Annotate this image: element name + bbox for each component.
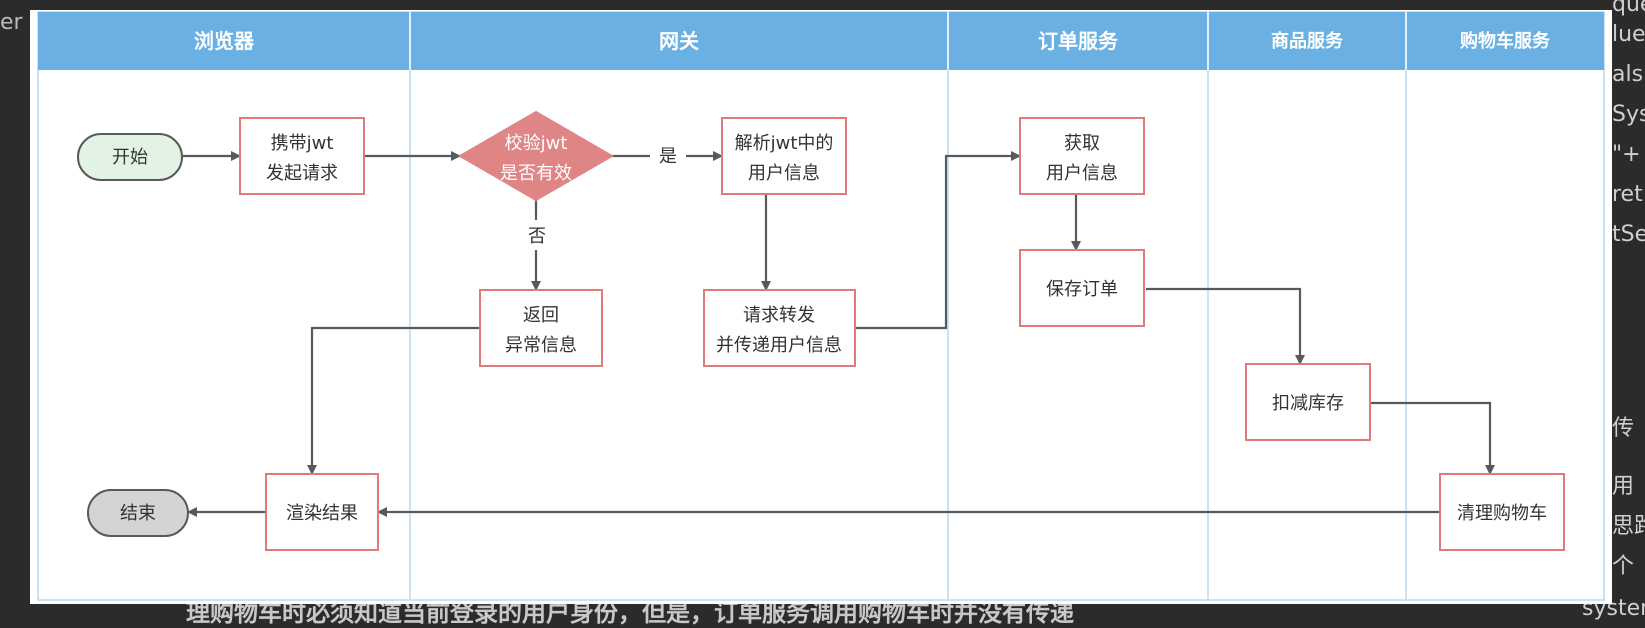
- background-fragment: lue: [1612, 22, 1645, 47]
- node-check-jwt: 校验jwt 是否有效: [458, 110, 614, 202]
- background-fragment: 传: [1612, 416, 1635, 441]
- node-render-result: 渲染结果: [265, 473, 379, 551]
- process-box: [1439, 473, 1565, 551]
- edge-label-yes: 是: [659, 146, 677, 167]
- background-fragment: 个: [1612, 554, 1635, 579]
- process-box: [1019, 249, 1145, 327]
- node-send-request: 携带jwt 发起请求: [239, 117, 365, 195]
- flowchart-svg: 浏览器 网关 订单服务 商品服务 购物车服务 是 否 开始 携带jwt 发起请求…: [37, 11, 1605, 601]
- node-forward-request: 请求转发 并传递用户信息: [703, 289, 856, 367]
- background-fragment: que: [1612, 0, 1645, 17]
- background-fragment: 用: [1612, 474, 1635, 499]
- node-label-line2: 并传递用户信息: [716, 335, 842, 356]
- process-box: [721, 117, 847, 195]
- swimlane-diagram: 浏览器 网关 订单服务 商品服务 购物车服务 是 否 开始 携带jwt 发起请求…: [30, 10, 1612, 604]
- node-label-line1: 获取: [1064, 133, 1100, 154]
- edge-deduct-to-clear: [1370, 401, 1495, 475]
- node-label: 清理购物车: [1457, 503, 1547, 524]
- start-label: 开始: [112, 147, 148, 168]
- node-parse-jwt: 解析jwt中的 用户信息: [721, 117, 847, 195]
- decision-label-line1: 校验jwt: [505, 133, 568, 154]
- connectors: [182, 151, 1495, 517]
- end-terminal-shape: [87, 489, 189, 537]
- node-label-line2: 用户信息: [748, 163, 820, 184]
- node-start: 开始: [77, 133, 183, 181]
- end-label: 结束: [120, 503, 156, 524]
- background-fragment: "+: [1612, 142, 1641, 167]
- edge-forward-to-get-user: [855, 151, 1021, 330]
- lane-title-product-service: 商品服务: [1271, 30, 1344, 52]
- background-fragment: tSe: [1612, 222, 1645, 247]
- node-clear-cart: 清理购物车: [1439, 473, 1565, 551]
- node-label-line2: 用户信息: [1046, 163, 1118, 184]
- node-label-line2: 异常信息: [505, 335, 577, 356]
- node-get-user: 获取 用户信息: [1019, 117, 1145, 195]
- process-box: [265, 473, 379, 551]
- node-label-line1: 携带jwt: [271, 133, 334, 154]
- node-label: 保存订单: [1046, 279, 1118, 300]
- decision-diamond: [458, 110, 614, 202]
- lane-title-browser: 浏览器: [194, 29, 255, 53]
- node-label-line1: 解析jwt中的: [735, 133, 834, 154]
- background-fragment: ret: [1612, 182, 1643, 207]
- lane-title-gateway: 网关: [659, 29, 699, 53]
- lane-title-cart-service: 购物车服务: [1460, 30, 1551, 52]
- lane-title-order-service: 订单服务: [1038, 29, 1119, 53]
- process-box: [1019, 117, 1145, 195]
- node-label: 渲染结果: [286, 503, 358, 524]
- edge-label-no: 否: [528, 226, 546, 247]
- node-label-line2: 发起请求: [266, 163, 338, 184]
- lane-header-band: [38, 12, 1604, 70]
- node-label: 扣减库存: [1272, 393, 1344, 414]
- background-fragment: als: [1612, 62, 1644, 87]
- start-terminal-shape: [77, 133, 183, 181]
- process-box: [1245, 363, 1371, 441]
- edge-error-to-render: [307, 326, 480, 475]
- node-end: 结束: [87, 489, 189, 537]
- edge-save-to-deduct: [1146, 287, 1305, 365]
- node-return-error: 返回 异常信息: [479, 289, 603, 367]
- background-left-fragment: er: [0, 10, 23, 35]
- background-fragment: 思路: [1612, 514, 1645, 539]
- process-box: [239, 117, 365, 195]
- node-deduct-stock: 扣减库存: [1245, 363, 1371, 441]
- decision-label-line2: 是否有效: [500, 163, 572, 184]
- node-label-line1: 请求转发: [743, 305, 815, 326]
- background-fragment: Sys: [1612, 102, 1645, 127]
- process-box: [479, 289, 603, 367]
- node-label-line1: 返回: [523, 305, 559, 326]
- process-box: [703, 289, 856, 367]
- node-save-order: 保存订单: [1019, 249, 1145, 327]
